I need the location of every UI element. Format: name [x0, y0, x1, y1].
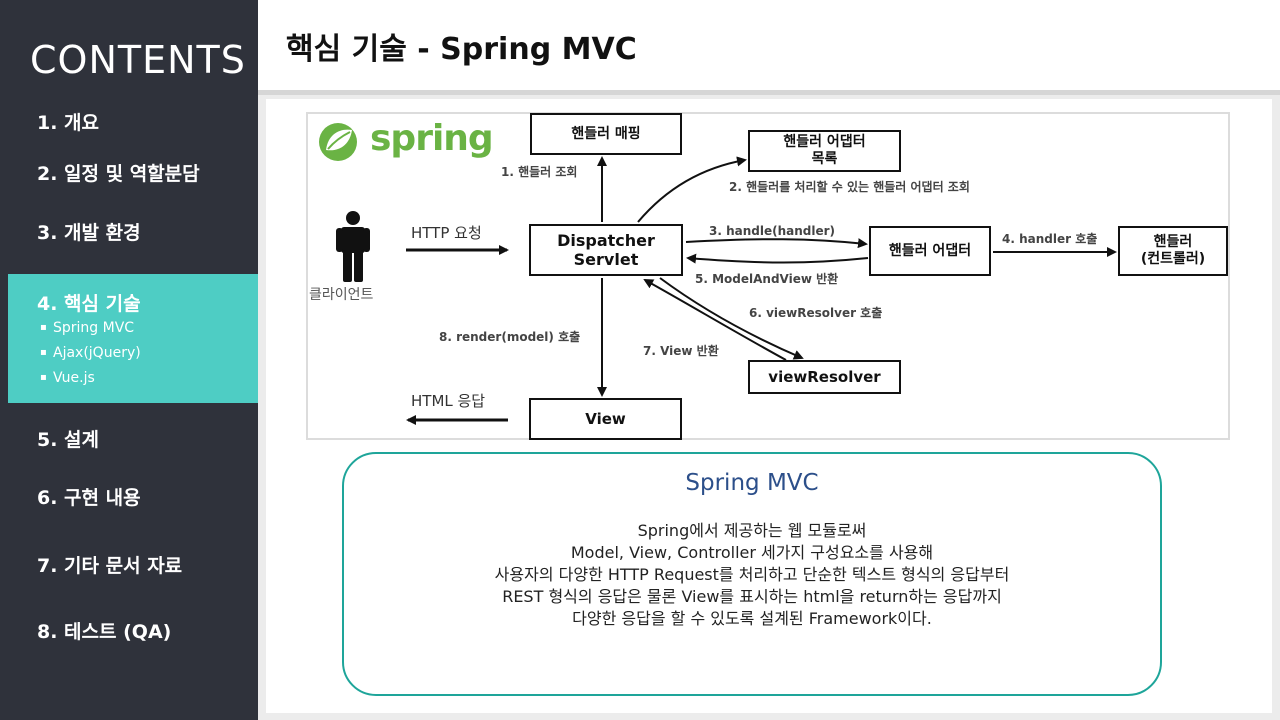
box-label: Servlet — [573, 250, 639, 269]
sidebar-item-implementation[interactable]: 6. 구현 내용 — [37, 487, 141, 509]
sidebar-item-test[interactable]: 8. 테스트 (QA) — [37, 621, 172, 643]
step7-label: 7. View 반환 — [643, 344, 719, 358]
view-box: View — [529, 398, 682, 440]
description-box: Spring MVC Spring에서 제공하는 웹 모듈로써 Model, V… — [342, 452, 1162, 696]
spring-leaf-icon — [319, 123, 357, 161]
box-label: 목록 — [811, 151, 838, 167]
description-line: 다양한 응답을 할 수 있도록 설계된 Framework이다. — [572, 609, 932, 628]
sidebar-item-documents[interactable]: 7. 기타 문서 자료 — [37, 555, 183, 577]
sidebar-item-dev-env[interactable]: 3. 개발 환경 — [37, 222, 141, 244]
description-line: 사용자의 다양한 HTTP Request를 처리하고 단순한 텍스트 형식의 … — [494, 565, 1010, 584]
box-label: 핸들러 어댑터 — [783, 134, 866, 151]
description-body: Spring에서 제공하는 웹 모듈로써 Model, View, Contro… — [344, 520, 1160, 630]
sidebar: CONTENTS 1. 개요 2. 일정 및 역할분담 3. 개발 환경 4. … — [0, 0, 258, 720]
html-response-label: HTML 응답 — [411, 392, 486, 410]
spring-logo-text: spring — [370, 118, 494, 159]
header: 핵심 기술 - Spring MVC — [258, 0, 1280, 92]
description-line: Spring에서 제공하는 웹 모듈로써 — [637, 521, 867, 540]
view-resolver-box: viewResolver — [748, 360, 901, 394]
sidebar-item-label: 4. 핵심 기술 — [37, 293, 141, 315]
sidebar-subitem-ajax[interactable]: Ajax(jQuery) — [40, 345, 141, 361]
handler-controller-box: 핸들러 (컨트롤러) — [1118, 226, 1228, 276]
step1-label: 1. 핸들러 조회 — [501, 165, 578, 179]
header-divider — [258, 90, 1280, 95]
client-label: 클라이언트 — [309, 287, 374, 303]
sidebar-subitem-spring-mvc[interactable]: Spring MVC — [40, 320, 134, 336]
step2-label: 2. 핸들러를 처리할 수 있는 핸들러 어댑터 조회 — [729, 180, 970, 194]
dispatcher-servlet-box: Dispatcher Servlet — [529, 224, 683, 276]
step3-label: 3. handle(handler) — [709, 224, 836, 238]
sidebar-item-design[interactable]: 5. 설계 — [37, 429, 100, 451]
step5-label: 5. ModelAndView 반환 — [695, 272, 839, 286]
page-title: 핵심 기술 - Spring MVC — [286, 32, 637, 67]
step6-label: 6. viewResolver 호출 — [749, 306, 883, 320]
box-label: Dispatcher — [557, 230, 655, 250]
box-label: 핸들러 — [1153, 234, 1193, 251]
client-person-icon — [336, 211, 370, 282]
handler-mapping-box: 핸들러 매핑 — [530, 113, 682, 155]
description-line: Model, View, Controller 세가지 구성요소를 사용해 — [570, 543, 934, 562]
sidebar-subitem-vue[interactable]: Vue.js — [40, 370, 95, 386]
box-label: (컨트롤러) — [1140, 251, 1206, 267]
http-request-label: HTTP 요청 — [411, 224, 482, 242]
sidebar-title: CONTENTS — [30, 38, 246, 82]
step4-label: 4. handler 호출 — [1002, 232, 1098, 246]
step8-label: 8. render(model) 호출 — [439, 330, 581, 344]
sidebar-item-overview[interactable]: 1. 개요 — [37, 112, 100, 134]
handler-adapter-list-box: 핸들러 어댑터 목록 — [748, 130, 901, 172]
description-title: Spring MVC — [685, 470, 819, 496]
sidebar-item-schedule[interactable]: 2. 일정 및 역할분담 — [37, 163, 200, 185]
sidebar-item-core-tech[interactable]: 4. 핵심 기술 Spring MVC Ajax(jQuery) Vue.js — [8, 274, 258, 403]
description-line: REST 형식의 응답은 물론 View를 표시하는 html을 return하… — [502, 587, 1002, 606]
handler-adapter-box: 핸들러 어댑터 — [869, 226, 991, 276]
